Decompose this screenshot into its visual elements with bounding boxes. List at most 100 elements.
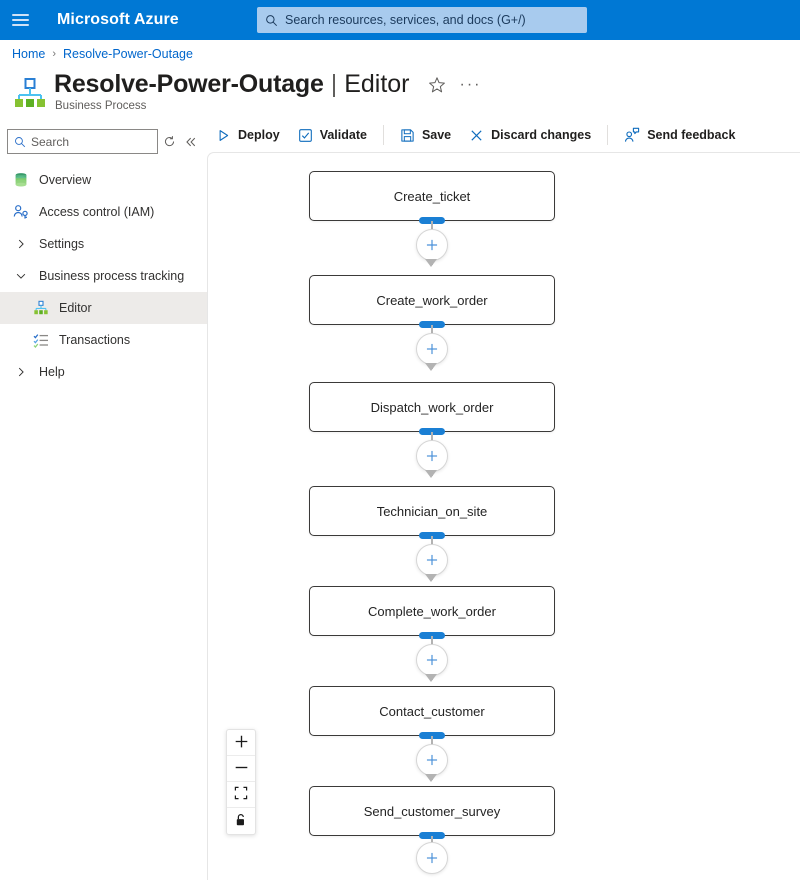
chevron-right-icon [12, 363, 30, 381]
send-feedback-button[interactable]: Send feedback [615, 120, 744, 150]
nav-search-input[interactable]: Search [7, 129, 158, 154]
chevron-down-icon [12, 267, 30, 285]
add-step-button[interactable] [416, 229, 448, 261]
sidebar-item-business-process-tracking[interactable]: Business process tracking [0, 260, 207, 292]
sidebar-item-overview[interactable]: Overview [0, 164, 207, 196]
page-title: Resolve-Power-Outage [54, 70, 324, 98]
page-title-row: Resolve-Power-Outage | Editor ··· Busine… [12, 70, 481, 112]
add-step-button[interactable] [416, 333, 448, 365]
zoom-in-button[interactable] [227, 730, 255, 756]
flow-node[interactable]: Complete_work_order [309, 586, 555, 639]
flow-node[interactable]: Technician_on_site [309, 486, 555, 539]
sidebar-item-label: Help [39, 365, 65, 379]
node-output-handle[interactable] [419, 632, 445, 639]
business-process-hierarchy-icon [32, 299, 50, 317]
flow-node[interactable]: Send_customer_survey [309, 786, 555, 839]
command-separator [382, 125, 384, 145]
add-step-button[interactable] [416, 744, 448, 776]
left-nav-sidebar: Search [0, 125, 207, 880]
node-output-handle[interactable] [419, 832, 445, 839]
save-label: Save [421, 128, 452, 142]
add-step-button[interactable] [416, 440, 448, 472]
flow-node-label: Create_work_order [376, 292, 488, 308]
floppy-disk-icon [400, 128, 415, 143]
command-bar: Deploy Validate Save Discard [207, 118, 800, 152]
sidebar-item-help[interactable]: Help [0, 356, 207, 388]
deploy-button[interactable]: Deploy [207, 120, 289, 150]
star-outline-icon[interactable] [428, 76, 446, 94]
plus-icon [426, 450, 438, 462]
flow-node-label: Technician_on_site [376, 503, 488, 519]
play-triangle-icon [216, 128, 231, 143]
breadcrumb-item-resource[interactable]: Resolve-Power-Outage [63, 47, 193, 61]
flow-edge-arrow [425, 674, 437, 682]
fit-view-button[interactable] [227, 782, 255, 808]
discard-changes-label: Discard changes [491, 128, 592, 142]
hamburger-bar [11, 14, 29, 16]
global-search-input[interactable]: Search resources, services, and docs (G+… [257, 7, 587, 33]
plus-icon [426, 654, 438, 666]
hamburger-menu-icon[interactable] [0, 0, 40, 40]
sidebar-item-editor[interactable]: Editor [0, 292, 207, 324]
node-output-handle[interactable] [419, 428, 445, 435]
process-editor-canvas[interactable]: Create_ticket Create_work_order Dispat [207, 152, 800, 880]
canvas-zoom-controls [226, 729, 256, 835]
nav-search-placeholder: Search [31, 134, 70, 149]
flow-node-label: Send_customer_survey [363, 803, 501, 819]
title-text-wrap: Resolve-Power-Outage | Editor ··· Busine… [54, 70, 481, 112]
flow-node-label: Create_ticket [393, 188, 471, 204]
breadcrumb: Home › Resolve-Power-Outage [12, 47, 193, 61]
node-output-handle[interactable] [419, 532, 445, 539]
discard-changes-button[interactable]: Discard changes [460, 120, 600, 150]
zoom-out-minus-icon [234, 760, 249, 778]
database-icon [12, 171, 30, 189]
nav-list: Overview Access control (IAM) Settin [0, 164, 207, 388]
flow-edge-arrow [425, 259, 437, 267]
sidebar-item-label: Settings [39, 237, 85, 251]
sidebar-item-label: Business process tracking [39, 269, 185, 283]
node-output-handle[interactable] [419, 217, 445, 224]
plus-icon [426, 554, 438, 566]
validate-label: Validate [319, 128, 367, 142]
checkbox-check-icon [298, 128, 313, 143]
add-step-button[interactable] [416, 842, 448, 874]
zoom-in-plus-icon [234, 734, 249, 752]
flow-edge-arrow [425, 574, 437, 582]
ellipsis-icon[interactable]: ··· [459, 75, 482, 93]
lock-toggle-button[interactable] [227, 808, 255, 834]
node-output-handle[interactable] [419, 321, 445, 328]
chevron-right-icon [12, 235, 30, 253]
flow-node[interactable]: Create_work_order [309, 275, 555, 328]
sidebar-item-transactions[interactable]: Transactions [0, 324, 207, 356]
page-title-separator: | [330, 70, 338, 98]
add-step-button[interactable] [416, 644, 448, 676]
flow-node[interactable]: Contact_customer [309, 686, 555, 739]
sidebar-item-access-control[interactable]: Access control (IAM) [0, 196, 207, 228]
global-search-placeholder: Search resources, services, and docs (G+… [285, 13, 526, 27]
business-process-hierarchy-icon [12, 75, 48, 111]
save-button[interactable]: Save [391, 120, 460, 150]
sidebar-item-label: Overview [39, 173, 92, 187]
refresh-icon[interactable] [160, 131, 180, 153]
search-icon [14, 136, 26, 148]
sidebar-item-label: Transactions [59, 333, 131, 347]
flow-node[interactable]: Dispatch_work_order [309, 382, 555, 435]
sidebar-item-settings[interactable]: Settings [0, 228, 207, 260]
plus-icon [426, 852, 438, 864]
zoom-out-button[interactable] [227, 756, 255, 782]
add-step-button[interactable] [416, 544, 448, 576]
flow-node[interactable]: Create_ticket [309, 171, 555, 224]
azure-brand-label[interactable]: Microsoft Azure [57, 11, 179, 28]
checklist-icon [32, 331, 50, 349]
flow-node-label: Complete_work_order [368, 603, 496, 619]
flow-edge-arrow [425, 363, 437, 371]
plus-icon [426, 239, 438, 251]
hamburger-bar [11, 24, 29, 26]
double-chevron-left-icon[interactable] [181, 131, 201, 153]
node-output-handle[interactable] [419, 732, 445, 739]
lock-open-icon [234, 813, 248, 830]
validate-button[interactable]: Validate [289, 120, 376, 150]
breadcrumb-item-home[interactable]: Home [12, 47, 46, 61]
user-key-icon [12, 203, 30, 221]
flow-edge-arrow [425, 470, 437, 478]
